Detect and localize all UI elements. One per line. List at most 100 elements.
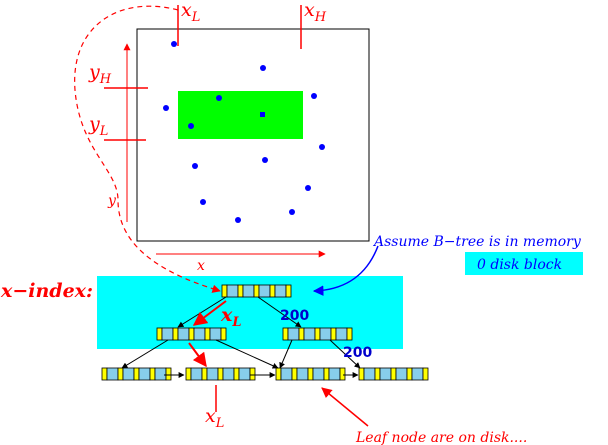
node-key-cell [287,327,300,341]
node-key-cell [296,367,309,381]
node-key-cell [161,327,174,341]
node-pointer-cell [358,367,365,381]
node-key-cell [106,367,119,381]
pointer-x-low-label: xL [220,304,241,330]
node-pointer-cell [346,327,353,341]
node-pointer-cell [221,284,228,298]
node-pointer-cell [374,367,381,381]
edge [257,296,302,328]
data-point [311,93,317,99]
data-point [171,41,177,47]
data-point [319,144,325,150]
node-pointer-cell [291,367,298,381]
node-key-cell [312,367,325,381]
value-200-internal: 200 [280,308,309,324]
node-pointer-cell [165,367,172,381]
node-key-cell [274,284,287,298]
node-key-cell [190,367,203,381]
x-low-label: xL [181,0,200,25]
btree-leaf-node [275,367,346,381]
node-pointer-cell [390,367,397,381]
node-pointer-cell [204,327,211,341]
node-pointer-cell [217,367,224,381]
edge [329,339,361,369]
node-pointer-cell [188,327,195,341]
btree-root-node [221,284,292,298]
node-key-cell [177,327,190,341]
node-pointer-cell [237,284,244,298]
disk-block-note: 0 disk block [477,257,562,273]
node-pointer-cell [249,367,256,381]
disk-block-box [465,252,583,275]
node-pointer-cell [133,367,140,381]
node-key-cell [303,327,316,341]
edge [121,339,169,369]
data-point [305,185,311,191]
edge [215,339,279,369]
node-pointer-cell [149,367,156,381]
node-pointer-cell [233,367,240,381]
x-index-label: x−index: [0,280,93,302]
node-key-cell [209,327,222,341]
node-key-cell [226,284,239,298]
node-pointer-cell [101,367,108,381]
node-key-cell [138,367,151,381]
node-pointer-cell [282,327,289,341]
data-point [216,95,222,101]
node-key-cell [379,367,392,381]
data-point [188,123,194,129]
query-boundaries [104,5,302,141]
node-key-cell [395,367,408,381]
data-point [262,157,268,163]
x-high-label: xH [304,0,327,25]
btree-leaf-node [101,367,172,381]
x-axis-label: x [197,258,205,274]
node-pointer-cell [253,284,260,298]
data-point [260,65,266,71]
node-pointer-cell [172,327,179,341]
node-pointer-cell [323,367,330,381]
node-pointer-cell [298,327,305,341]
node-key-cell [222,367,235,381]
node-pointer-cell [269,284,276,298]
leaf-x-low-label: xL [205,405,224,431]
btree-nodes [101,284,429,381]
node-key-cell [242,284,255,298]
memory-arrow [312,245,379,296]
data-point [200,199,206,205]
btree-leaf-node [185,367,256,381]
node-pointer-cell [307,367,314,381]
dashed-link-curve [74,5,221,293]
node-key-cell [411,367,424,381]
search-arrow-internal [188,342,207,368]
data-points [163,41,325,223]
node-key-cell [258,284,271,298]
node-pointer-cell [285,284,292,298]
node-key-cell [328,367,341,381]
y-axis-label: y [107,193,117,209]
data-point [289,209,295,215]
node-key-cell [280,367,293,381]
node-pointer-cell [117,367,124,381]
node-pointer-cell [185,367,192,381]
node-key-cell [319,327,332,341]
btree-leaf-node [358,367,429,381]
leaf-note-arrow [321,387,369,427]
y-low-label: yL [88,113,108,139]
node-pointer-cell [406,367,413,381]
node-pointer-cell [275,367,282,381]
btree-internal-node [282,327,353,341]
node-key-cell [122,367,135,381]
node-key-cell [238,367,251,381]
btree-internal-node [156,327,227,341]
edge [279,339,293,369]
node-pointer-cell [201,367,208,381]
node-key-cell [154,367,167,381]
memory-note: Assume B−tree is in memory [372,234,582,250]
node-key-cell [335,327,348,341]
data-point [260,112,265,117]
tree-edges [121,296,361,378]
node-key-cell [206,367,219,381]
y-high-label: yH [88,61,112,87]
data-point [163,105,169,111]
